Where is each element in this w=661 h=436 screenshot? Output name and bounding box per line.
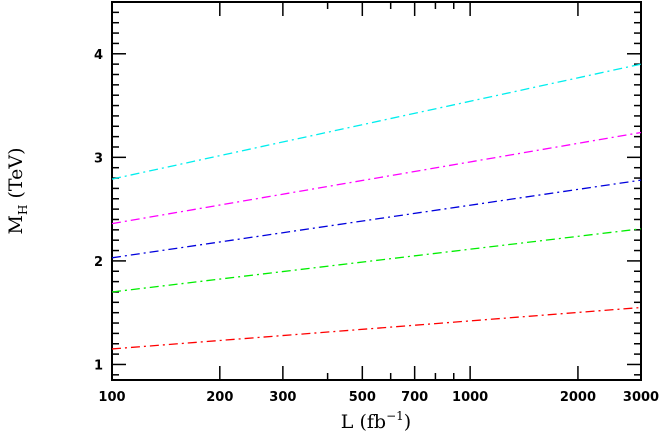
x-tick-label: 700 xyxy=(401,390,428,405)
y-tick-label: 2 xyxy=(94,255,103,270)
y-tick-label: 4 xyxy=(94,48,103,63)
y-tick-label: 1 xyxy=(94,358,103,373)
series-group xyxy=(111,63,642,350)
y-tick-labels: 1 2 3 4 xyxy=(94,48,103,374)
y-axis-title-main: M xyxy=(5,215,27,234)
plot-frame xyxy=(111,1,642,381)
series-line-1 xyxy=(111,306,642,350)
ticks xyxy=(111,1,642,380)
x-tick-label: 1000 xyxy=(452,390,488,405)
series-line-3 xyxy=(111,179,642,259)
y-axis-title-tail: (TeV) xyxy=(5,148,27,205)
series-line-4 xyxy=(111,131,642,225)
x-axis-title-main: L (fb xyxy=(341,411,386,433)
x-tick-label: 2000 xyxy=(560,390,596,405)
series-line-2 xyxy=(111,228,642,293)
y-axis-title: MH (TeV) xyxy=(5,148,30,235)
x-tick-labels: 100 200 300 500 700 1000 2000 3000 xyxy=(98,390,659,405)
x-axis-title: L (fb−1) xyxy=(341,409,411,433)
x-tick-label: 100 xyxy=(98,390,125,405)
y-tick-label: 3 xyxy=(94,151,103,166)
x-tick-label: 3000 xyxy=(623,390,659,405)
x-tick-label: 500 xyxy=(349,390,376,405)
x-axis-title-sup: −1 xyxy=(386,409,404,423)
x-tick-label: 200 xyxy=(206,390,233,405)
series-line-5 xyxy=(111,63,642,180)
x-tick-label: 300 xyxy=(269,390,296,405)
x-axis-title-tail: ) xyxy=(404,411,411,433)
y-axis-title-sub: H xyxy=(16,205,30,215)
